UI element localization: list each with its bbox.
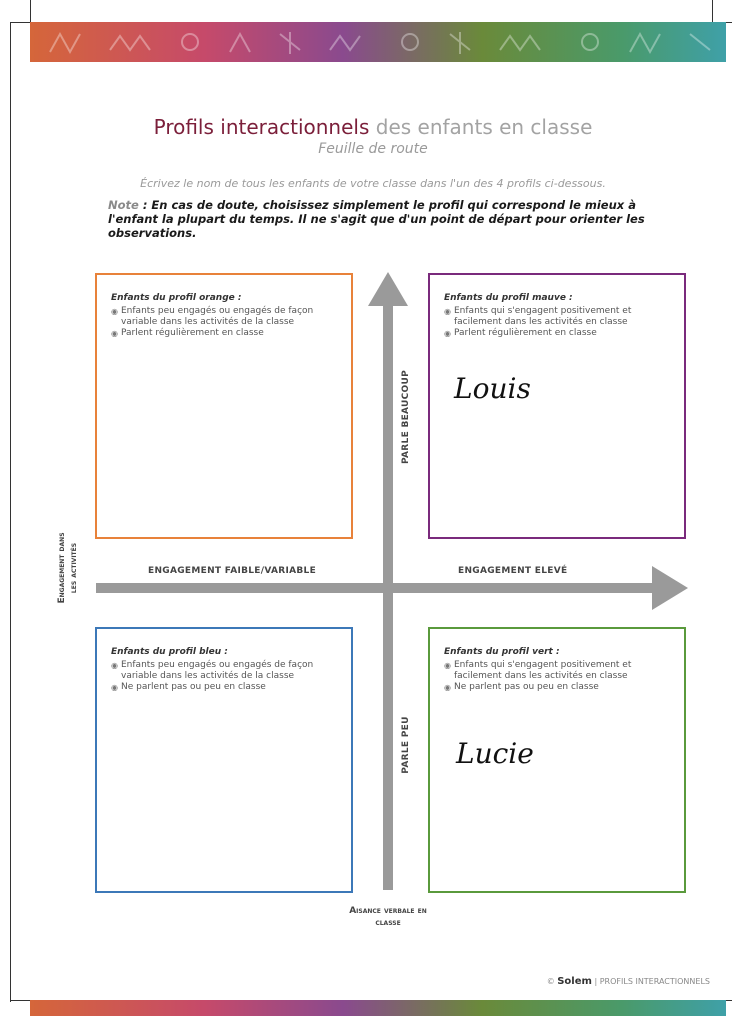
list-item: ◉Enfants peu engagés ou engagés de façon… [111, 306, 341, 328]
bottom-decorative-band [30, 1000, 726, 1016]
list-item: ◉Enfants qui s'engagent positivement et … [444, 660, 674, 682]
crop-mark-left-edge [10, 22, 11, 1002]
bullet-icon: ◉ [111, 307, 118, 316]
list-item-text: Ne parlent pas ou peu en classe [454, 682, 599, 692]
crop-mark-bottom-left-h [10, 1000, 30, 1001]
title-rest: des enfants en classe [369, 115, 593, 139]
list-item-text: Enfants peu engagés ou engagés de façon … [121, 660, 314, 681]
profile-bleu-list: ◉Enfants peu engagés ou engagés de façon… [111, 660, 341, 693]
crop-mark-top-left-h [10, 22, 30, 23]
list-item: ◉Ne parlent pas ou peu en classe [444, 682, 674, 693]
profile-orange-list: ◉Enfants peu engagés ou engagés de façon… [111, 306, 341, 339]
title-strong: Profils interactionnels [153, 115, 370, 139]
footer-brand: Solem [557, 976, 592, 987]
crop-mark-top-right-v [712, 0, 713, 24]
x-axis-title-line1: Engagement dans [57, 532, 67, 604]
axis-label-right: ENGAGEMENT ELEVÉ [458, 566, 568, 576]
list-item: ◉Ne parlent pas ou peu en classe [111, 682, 341, 693]
x-axis-title: Engagement dans les activités [10, 532, 130, 603]
list-item-text: Parlent régulièrement en classe [454, 328, 597, 338]
list-item: ◉Enfants peu engagés ou engagés de façon… [111, 660, 341, 682]
axis-label-bottom: PARLE PEU [401, 716, 411, 774]
profile-orange-title: Enfants du profil orange : [111, 293, 242, 303]
bullet-icon: ◉ [444, 683, 451, 692]
footer-separator: | [594, 977, 598, 986]
axis-label-top: PARLE BEAUCOUP [401, 369, 411, 465]
list-item: ◉Parlent régulièrement en classe [111, 328, 341, 339]
profile-vert-list: ◉Enfants qui s'engagent positivement et … [444, 660, 674, 693]
y-axis-title-line1: Aisance verbale en [349, 906, 427, 916]
list-item: ◉Enfants qui s'engagent positivement et … [444, 306, 674, 328]
copyright-symbol: © [546, 977, 555, 986]
profile-box-vert: Enfants du profil vert : ◉Enfants qui s'… [428, 627, 686, 893]
y-axis-title: Aisance verbale en classe [318, 905, 458, 929]
note-paragraph: Note : En cas de doute, choisissez simpl… [108, 198, 688, 240]
footer-product: PROFILS INTERACTIONNELS [599, 977, 710, 986]
bullet-icon: ◉ [111, 683, 118, 692]
list-item: ◉Parlent régulièrement en classe [444, 328, 674, 339]
x-axis-title-line2: les activités [69, 542, 79, 594]
top-decorative-band [30, 22, 726, 62]
y-axis-title-line2: classe [375, 918, 401, 928]
bullet-icon: ◉ [444, 329, 451, 338]
profile-vert-title: Enfants du profil vert : [444, 647, 560, 657]
list-item-text: Enfants qui s'engagent positivement et f… [454, 660, 632, 681]
bullet-icon: ◉ [444, 661, 451, 670]
list-item-text: Enfants qui s'engagent positivement et f… [454, 306, 632, 327]
vertical-axis-line [383, 305, 393, 890]
bullet-icon: ◉ [111, 661, 118, 670]
instruction-line: Écrivez le nom de tous les enfants de vo… [140, 177, 606, 190]
list-item-text: Parlent régulièrement en classe [121, 328, 264, 338]
footer: © Solem | PROFILS INTERACTIONNELS [547, 976, 710, 987]
profile-box-bleu: Enfants du profil bleu : ◉Enfants peu en… [95, 627, 353, 893]
student-name-vert: Lucie [456, 737, 534, 770]
profile-bleu-title: Enfants du profil bleu : [111, 647, 228, 657]
horizontal-axis-line [96, 583, 656, 593]
profile-mauve-list: ◉Enfants qui s'engagent positivement et … [444, 306, 674, 339]
list-item-text: Enfants peu engagés ou engagés de façon … [121, 306, 314, 327]
bullet-icon: ◉ [111, 329, 118, 338]
list-item-text: Ne parlent pas ou peu en classe [121, 682, 266, 692]
profile-mauve-title: Enfants du profil mauve : [444, 293, 573, 303]
x-axis-title-block: Engagement dans les activités [56, 508, 80, 628]
axis-label-left: ENGAGEMENT FAIBLE/VARIABLE [148, 566, 317, 576]
page-title: Profils interactionnels des enfants en c… [0, 115, 746, 139]
page-subtitle: Feuille de route [318, 141, 428, 157]
student-name-mauve: Louis [454, 372, 531, 405]
note-label: Note [108, 198, 139, 212]
horizontal-axis-arrowhead [652, 566, 688, 610]
profile-box-mauve: Enfants du profil mauve : ◉Enfants qui s… [428, 273, 686, 539]
profile-box-orange: Enfants du profil orange : ◉Enfants peu … [95, 273, 353, 539]
bullet-icon: ◉ [444, 307, 451, 316]
note-text: : En cas de doute, choisissez simplement… [108, 198, 645, 240]
crop-mark-top-left-v [30, 0, 31, 24]
vertical-axis-arrowhead [368, 272, 408, 306]
